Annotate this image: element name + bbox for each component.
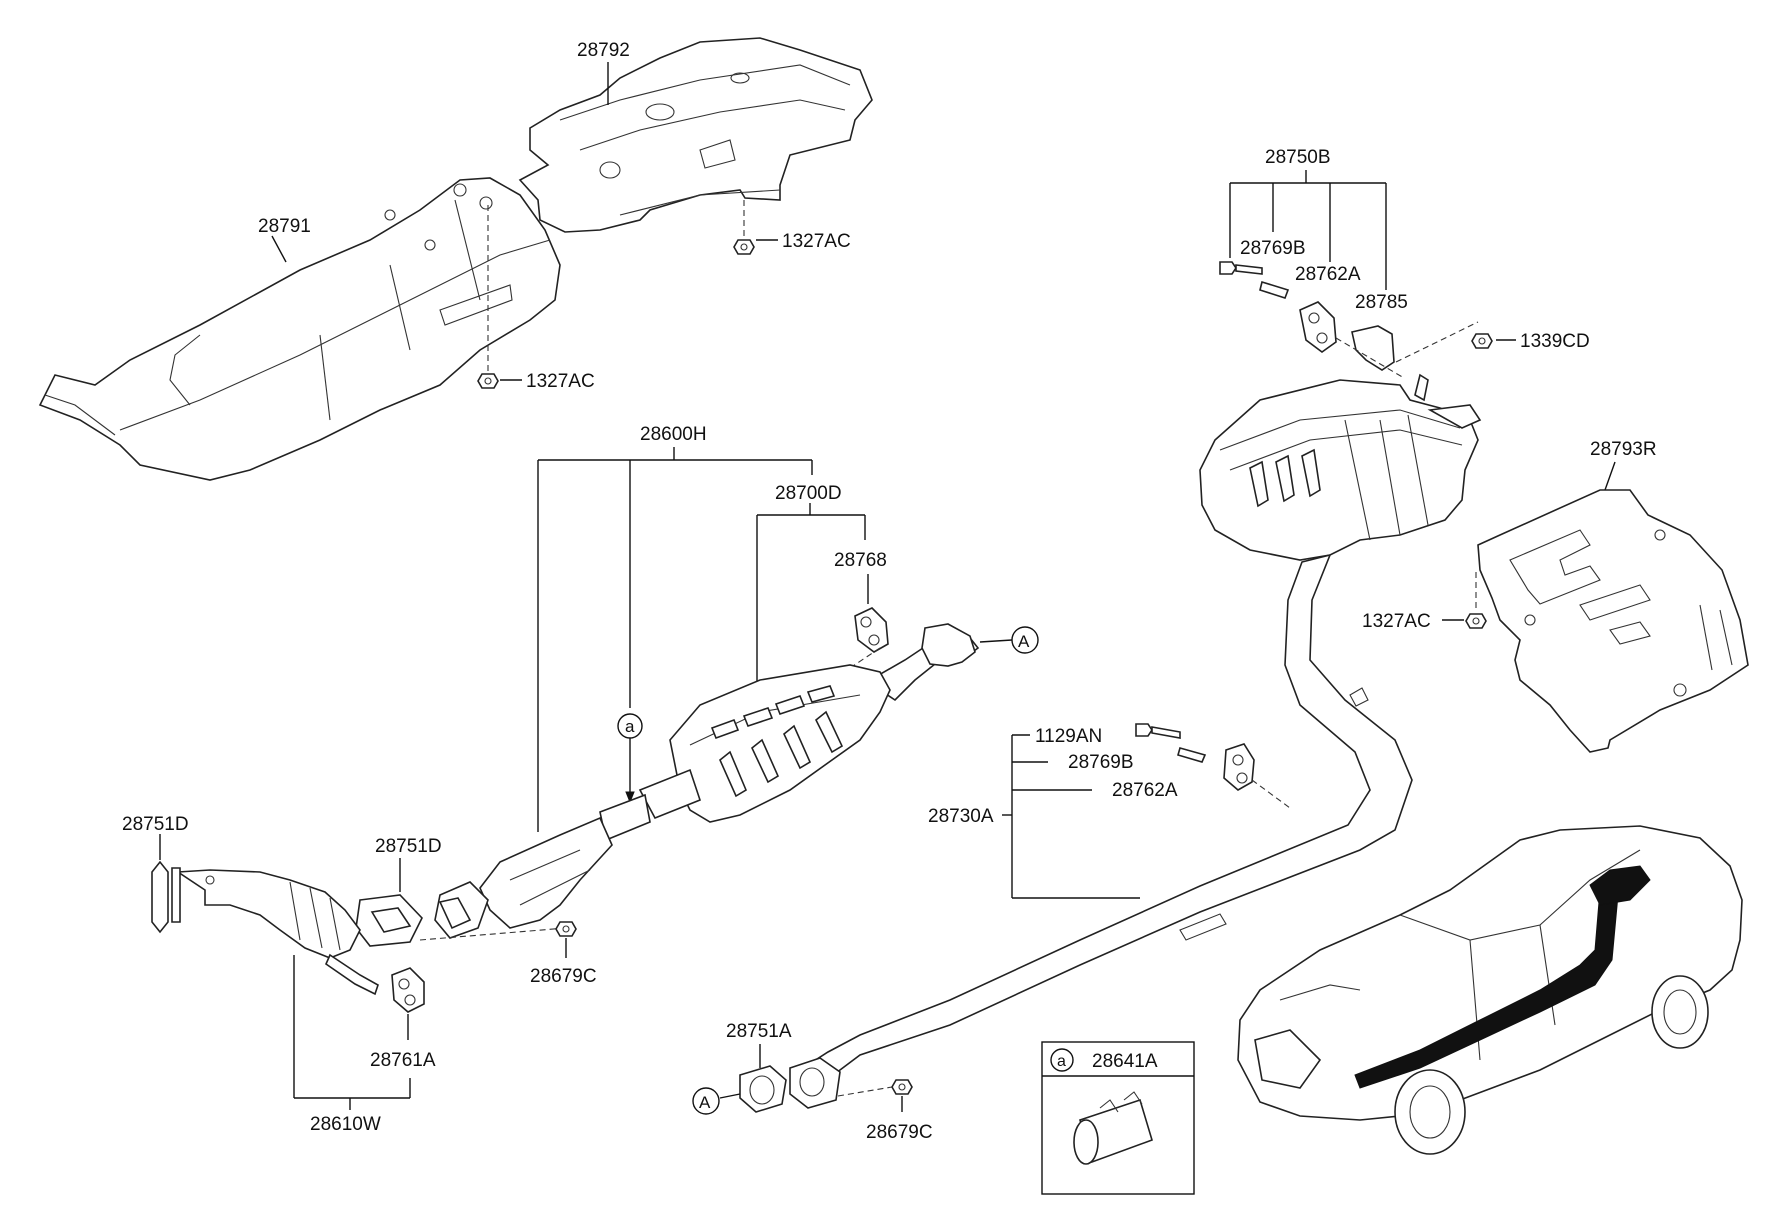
vehicle-location-illustration [1237, 825, 1743, 1155]
label-1327ac-top: 1327AC [782, 231, 851, 252]
label-28610w: 28610W [310, 1114, 381, 1135]
rear-muffler [1199, 373, 1482, 561]
rubber-hanger-28762a-mid [1223, 743, 1255, 791]
heat-shield-28792 [518, 37, 873, 233]
callout-A-bottom-text: A [699, 1093, 711, 1112]
front-pipe-28610w [171, 816, 613, 996]
label-28768: 28768 [834, 550, 887, 571]
heat-shield-28793r [1477, 489, 1749, 753]
label-28679c-bottom: 28679C [866, 1122, 933, 1143]
flange-rear [789, 1057, 841, 1109]
nut-1327ac-top [733, 239, 755, 255]
catalytic-converter-28700d [599, 623, 980, 842]
label-28793r: 28793R [1590, 439, 1657, 460]
callout-A-top-text: A [1018, 632, 1030, 651]
rubber-hanger-28761a [391, 967, 425, 1013]
label-28785: 28785 [1355, 292, 1408, 313]
label-28761a: 28761A [370, 1050, 436, 1071]
legend-a-text: a [1057, 1053, 1066, 1070]
label-28762a-top: 28762A [1295, 264, 1361, 285]
nut-1339cd [1471, 333, 1493, 349]
legend-box-28641a: a 28641A [1041, 1041, 1195, 1195]
rubber-hanger-28768 [854, 607, 889, 653]
callout-A-bottom-circle [692, 1087, 720, 1115]
gasket-28751d-left [151, 860, 169, 934]
label-28730a: 28730A [928, 806, 994, 827]
callout-a-circle [617, 713, 643, 739]
label-28641a: 28641A [1092, 1051, 1158, 1072]
label-28750b: 28750B [1265, 147, 1331, 168]
heat-shield-28791 [38, 177, 561, 481]
gasket-28751a [739, 1065, 787, 1113]
pipe-clamp-28641a [1073, 1091, 1153, 1165]
label-28751d-left: 28751D [122, 814, 189, 835]
nut-28679c-bottom [891, 1079, 913, 1095]
label-1339cd: 1339CD [1520, 331, 1590, 352]
label-28769b-top: 28769B [1240, 238, 1306, 259]
label-28792: 28792 [577, 40, 630, 61]
bolt-28750b [1219, 261, 1263, 275]
bolt-1129an [1135, 723, 1181, 739]
label-28751d-mid: 28751D [375, 836, 442, 857]
label-28700d: 28700D [775, 483, 842, 504]
label-1129an: 1129AN [1035, 726, 1102, 747]
label-28791: 28791 [258, 216, 311, 237]
label-28600h: 28600H [640, 424, 707, 445]
nut-1327ac-right [1465, 613, 1487, 629]
label-28751a: 28751A [726, 1021, 792, 1042]
label-1327ac-right: 1327AC [1362, 611, 1431, 632]
label-28679c-mid: 28679C [530, 966, 597, 987]
pin-28769b-mid [1177, 747, 1207, 763]
callout-a-text: a [625, 717, 635, 736]
bracket-28785 [1351, 325, 1395, 371]
pin-28769b-top [1259, 280, 1290, 299]
nut-28679c-mid [555, 921, 577, 937]
label-28769b-mid: 28769B [1068, 752, 1134, 773]
nut-1327ac-mid [477, 373, 499, 389]
label-28762a-mid: 28762A [1112, 780, 1178, 801]
rubber-hanger-28762a-top [1299, 301, 1337, 353]
label-1327ac-mid: 1327AC [526, 371, 595, 392]
callout-A-top-circle [1011, 626, 1039, 654]
